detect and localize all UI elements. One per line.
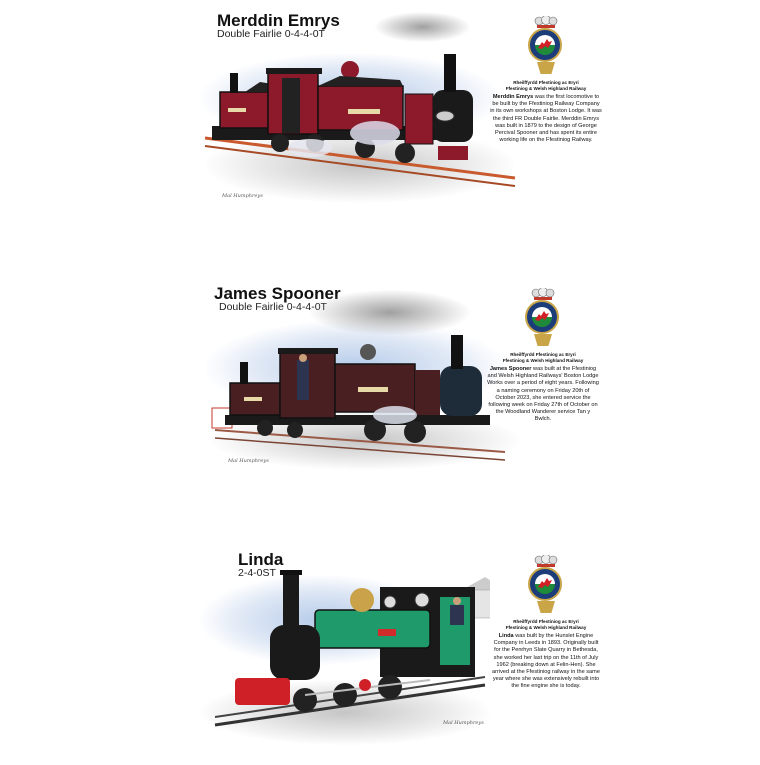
locomotive-illustration: Mal Humphreys — [200, 545, 490, 745]
organization-name: Rheilffyrdd Ffestiniog ac Eryri Ffestini… — [505, 619, 587, 630]
artist-signature: Mal Humphreys — [228, 458, 269, 464]
locomotive-info: Rheilffyrdd Ffestiniog ac Eryri Ffestini… — [487, 288, 599, 424]
locomotive-type: Double Fairlie 0-4-4-0T — [217, 28, 325, 40]
organization-name: Rheilffyrdd Ffestiniog ac Eryri Ffestini… — [505, 80, 587, 91]
organization-name: Rheilffyrdd Ffestiniog ac Eryri Ffestini… — [502, 352, 584, 363]
railway-crest-icon — [522, 288, 564, 350]
locomotive-type: 2-4-0ST — [238, 567, 276, 579]
locomotive-name: Merddin Emrys — [217, 11, 340, 30]
railway-crest-icon — [525, 555, 567, 617]
locomotive-description: Linda was built by the Hunslet Engine Co… — [492, 633, 600, 690]
locomotive-panel-merddin-emrys: Merddin Emrys Double Fairlie 0-4-4-0T — [200, 8, 620, 228]
locomotive-name: James Spooner — [214, 284, 341, 303]
locomotive-drawing — [204, 54, 516, 187]
locomotive-info: Rheilffyrdd Ffestiniog ac Eryri Ffestini… — [490, 555, 602, 691]
locomotive-description: Merddin Emrys was the first locomotive t… — [490, 94, 602, 144]
locomotive-panel-linda: Linda 2-4-0ST — [200, 545, 620, 765]
locomotive-info: Rheilffyrdd Ffestiniog ac Eryri Ffestini… — [490, 16, 602, 144]
locomotive-description: James Spooner was built at the Ffestinio… — [487, 366, 599, 423]
locomotive-drawing — [214, 570, 490, 727]
locomotive-illustration: Mal Humphreys — [200, 8, 520, 208]
artist-signature: Mal Humphreys — [222, 193, 263, 199]
artist-signature: Mal Humphreys — [443, 720, 484, 726]
locomotive-illustration: Mal Humphreys — [200, 280, 520, 470]
locomotive-type: Double Fairlie 0-4-4-0T — [219, 301, 327, 313]
locomotive-panel-james-spooner: James Spooner Double Fairlie 0-4-4-0T — [200, 280, 620, 500]
locomotive-name: Linda — [238, 550, 284, 569]
railway-crest-icon — [525, 16, 567, 78]
locomotive-drawing — [211, 335, 506, 461]
